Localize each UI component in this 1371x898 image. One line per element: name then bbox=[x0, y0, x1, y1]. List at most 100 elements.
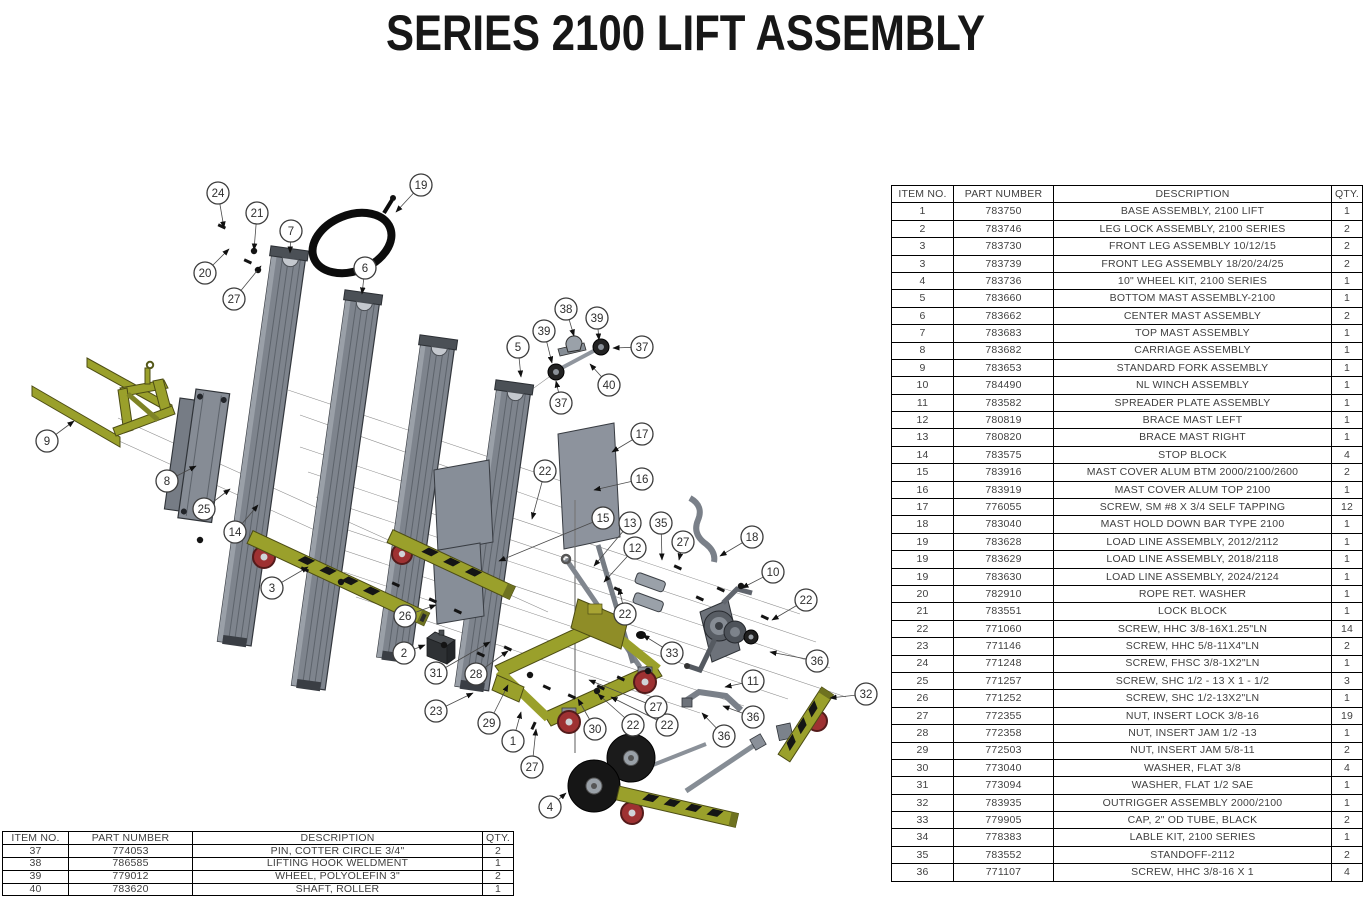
callout-balloon bbox=[222, 287, 246, 311]
callout-number: 25 bbox=[198, 504, 211, 516]
table-cell: 783730 bbox=[953, 237, 1054, 256]
callout-number: 38 bbox=[560, 304, 573, 316]
callout-number: 5 bbox=[515, 342, 521, 354]
callout-balloon bbox=[538, 795, 562, 819]
callout-balloon bbox=[655, 713, 679, 737]
table-cell: 12 bbox=[891, 411, 954, 430]
table-cell: SCREW, HHC 5/8-11X4"LN bbox=[1053, 637, 1332, 656]
table-cell: 1 bbox=[1331, 532, 1363, 552]
callout-number: 27 bbox=[677, 537, 690, 549]
standoff-illustrations bbox=[632, 572, 666, 613]
callout-number: 37 bbox=[636, 342, 649, 354]
table-cell: 783736 bbox=[953, 271, 1054, 291]
table-cell: 3 bbox=[891, 254, 954, 273]
table-cell: 2 bbox=[1331, 811, 1363, 830]
column-header: PART NUMBER bbox=[953, 184, 1054, 204]
callout-number: 22 bbox=[627, 720, 640, 732]
table-cell: CARRIAGE ASSEMBLY bbox=[1053, 341, 1332, 360]
table-cell: WHEEL, POLYOLEFIN 3" bbox=[192, 869, 483, 884]
callout-balloon bbox=[520, 755, 544, 779]
table-cell: 1 bbox=[482, 882, 514, 897]
table-cell: 783746 bbox=[953, 219, 1054, 239]
front-leg-b-illustration bbox=[386, 528, 516, 601]
callout-balloon bbox=[533, 459, 557, 483]
callout-number: 15 bbox=[597, 513, 610, 525]
callout-number: 1 bbox=[510, 736, 516, 748]
callout-balloon bbox=[353, 256, 377, 280]
winch-illustration bbox=[684, 586, 759, 674]
table-cell: 36 bbox=[891, 863, 954, 882]
table-cell: 2 bbox=[1331, 306, 1363, 326]
table-cell: 7 bbox=[891, 324, 954, 343]
table-cell: 783682 bbox=[953, 341, 1054, 360]
table-cell: 1 bbox=[1331, 654, 1363, 673]
table-cell: STANDARD FORK ASSEMBLY bbox=[1053, 358, 1332, 378]
callout-number: 4 bbox=[547, 802, 554, 814]
callout-number: 39 bbox=[538, 326, 551, 338]
table-cell: 1 bbox=[1331, 289, 1363, 308]
callout-balloon bbox=[741, 669, 765, 693]
column-header: ITEM NO. bbox=[891, 184, 954, 204]
table-cell: 1 bbox=[1331, 341, 1363, 360]
callout-balloon bbox=[424, 661, 448, 685]
table-cell: 783040 bbox=[953, 515, 1054, 534]
table-cell: 783660 bbox=[953, 289, 1054, 308]
table-cell: STOP BLOCK bbox=[1053, 445, 1332, 465]
table-cell: 6 bbox=[891, 306, 954, 326]
table-cell: 782910 bbox=[953, 584, 1054, 604]
table-cell: 1 bbox=[1331, 515, 1363, 534]
table-cell: 4 bbox=[891, 271, 954, 291]
callout-number: 30 bbox=[589, 724, 602, 736]
callout-balloon bbox=[35, 429, 59, 453]
table-cell: SCREW, SM #8 X 3/4 SELF TAPPING bbox=[1053, 498, 1332, 517]
callout-number: 24 bbox=[212, 188, 225, 200]
callout-balloon bbox=[501, 729, 525, 753]
table-cell: 29 bbox=[891, 741, 954, 760]
table-cell: ROPE RET. WASHER bbox=[1053, 584, 1332, 604]
callout-balloon bbox=[644, 695, 668, 719]
table-cell: 776055 bbox=[953, 498, 1054, 517]
callout-balloon bbox=[621, 713, 645, 737]
tube-cap-illustration bbox=[636, 631, 646, 639]
callout-balloon bbox=[506, 335, 530, 359]
table-cell: 1 bbox=[891, 202, 954, 221]
table-cell: NUT, INSERT JAM 1/2 -13 bbox=[1053, 724, 1332, 743]
table-cell: 30 bbox=[891, 758, 954, 778]
callout-number: 13 bbox=[624, 518, 637, 530]
table-cell: 10 bbox=[891, 376, 954, 395]
callout-number: 33 bbox=[666, 648, 679, 660]
table-cell: 1 bbox=[482, 856, 514, 871]
table-cell: 2 bbox=[891, 219, 954, 239]
table-cell: 1 bbox=[1331, 428, 1363, 447]
table-cell: 778383 bbox=[953, 828, 1054, 847]
callout-balloon bbox=[393, 604, 417, 628]
column-header: ITEM NO. bbox=[2, 831, 69, 845]
table-cell: STANDOFF-2112 bbox=[1053, 845, 1332, 865]
table-cell: LEG LOCK ASSEMBLY, 2100 SERIES bbox=[1053, 219, 1332, 239]
callout-number: 21 bbox=[251, 208, 264, 220]
table-cell: 2 bbox=[1331, 637, 1363, 656]
table-cell: 3 bbox=[891, 237, 954, 256]
callout-number: 19 bbox=[415, 180, 428, 192]
table-cell: MAST HOLD DOWN BAR TYPE 2100 bbox=[1053, 515, 1332, 534]
table-cell: 780820 bbox=[953, 428, 1054, 447]
callout-balloon bbox=[532, 319, 556, 343]
callout-number: 12 bbox=[629, 543, 642, 555]
table-cell: 24 bbox=[891, 654, 954, 673]
table-cell: 14 bbox=[891, 445, 954, 465]
